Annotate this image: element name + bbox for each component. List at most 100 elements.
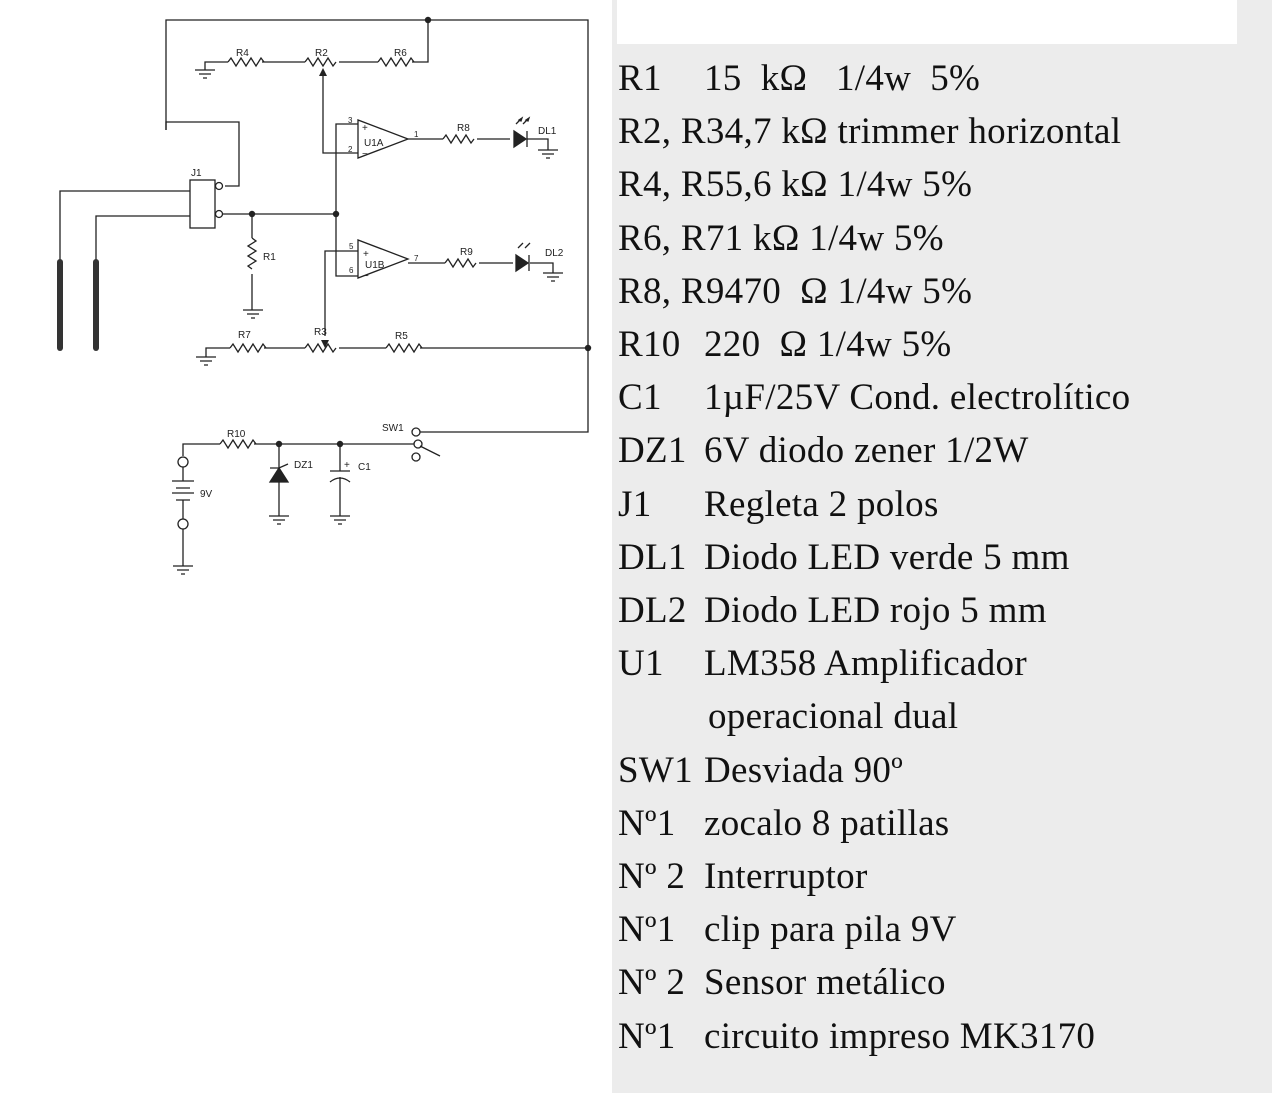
part-reference: R1 xyxy=(618,58,662,99)
part-description: 220 Ω 1/4w 5% xyxy=(704,324,952,366)
parts-list-item: R4, R55,6 kΩ 1/4w 5% xyxy=(618,158,1130,211)
wire-power xyxy=(182,443,415,456)
pin-6: 6 xyxy=(349,266,354,275)
parts-list-panel: R1 15 kΩ 1/4w 5% R2, R34,7 kΩ trimmer hori… xyxy=(612,0,1272,1093)
part-description: 1 kΩ 1/4w 5% xyxy=(724,217,944,259)
blank-header-box xyxy=(617,0,1237,44)
label-DL2: DL2 xyxy=(545,248,564,259)
parts-list-item: U1 LM358 Amplificador xyxy=(618,637,1130,690)
u1b-plus-sign: + xyxy=(363,249,369,260)
part-description: zocalo 8 patillas xyxy=(704,802,950,844)
part-reference: Nº 2 xyxy=(618,856,686,898)
led-DL2 xyxy=(515,242,531,273)
sensor-probes xyxy=(57,259,99,351)
parts-list-item: R2, R34,7 kΩ trimmer horizontal xyxy=(618,105,1130,158)
wire-probe-1 xyxy=(59,190,190,262)
wire-u1a-plus xyxy=(335,123,358,213)
battery-9V xyxy=(172,467,194,519)
trimmer-R2 xyxy=(304,56,337,68)
part-reference: J1 xyxy=(618,483,652,525)
label-R3: R3 xyxy=(314,327,327,338)
opamp-U1B xyxy=(357,239,410,279)
parts-list-item: Nº1 circuito impreso MK3170 xyxy=(618,1010,1130,1063)
label-R9: R9 xyxy=(460,247,473,258)
part-reference: Nº1 xyxy=(618,1015,676,1057)
pin-2: 2 xyxy=(348,145,353,154)
label-R2: R2 xyxy=(315,48,328,59)
part-description: 470 Ω 1/4w 5% xyxy=(724,270,973,312)
label-R1: R1 xyxy=(263,252,276,263)
label-R8: R8 xyxy=(457,123,470,134)
led-DL1 xyxy=(513,116,531,149)
wire-divider-bottom xyxy=(205,347,588,357)
wire-j1-top xyxy=(165,121,240,187)
wire-probe-2 xyxy=(95,215,190,262)
wire-dl1-gnd xyxy=(527,138,549,150)
parts-list: R1 15 kΩ 1/4w 5% R2, R34,7 kΩ trimmer hori… xyxy=(618,52,1130,1063)
circuit-schematic: R4 R2 R6 R8 DL1 U1A 3 2 1 + − J1 R1 U1B … xyxy=(57,16,592,575)
part-reference: R2, R3 xyxy=(618,111,725,153)
part-description: Diodo LED verde 5 mm xyxy=(704,536,1070,578)
part-reference: DZ1 xyxy=(618,430,687,472)
pin-1: 1 xyxy=(414,130,419,139)
label-DL1: DL1 xyxy=(538,126,557,137)
part-description: LM358 Amplificador xyxy=(704,643,1027,685)
part-description: 15 kΩ 1/4w 5% xyxy=(704,58,981,99)
connector-J1 xyxy=(189,179,216,229)
resistor-R1 xyxy=(246,237,258,270)
part-reference: R4, R5 xyxy=(618,164,725,206)
parts-list-item: R8, R9470 Ω 1/4w 5% xyxy=(618,265,1130,318)
part-reference: R8, R9 xyxy=(618,270,725,312)
parts-list-item: Nº1 clip para pila 9V xyxy=(618,903,1130,956)
u1a-plus-sign: + xyxy=(362,123,368,134)
c1-plus-sign: + xyxy=(344,460,350,471)
opamp-U1A xyxy=(357,119,410,159)
wire-divider-top xyxy=(204,20,429,70)
part-reference: R10 xyxy=(618,324,681,366)
part-description: 1µF/25V Cond. electrolítico xyxy=(704,377,1131,419)
label-R5: R5 xyxy=(395,331,408,342)
parts-list-item: R1 15 kΩ 1/4w 5% xyxy=(618,52,1130,105)
wire-right-rail xyxy=(420,348,589,433)
part-description: circuito impreso MK3170 xyxy=(704,1015,1096,1057)
trimmer-R3 xyxy=(304,342,337,354)
label-C1: C1 xyxy=(358,462,371,473)
part-reference: DL2 xyxy=(618,590,687,632)
capacitor-C1 xyxy=(329,444,351,516)
parts-list-item: R10 220 Ω 1/4w 5% xyxy=(618,318,1130,371)
part-reference: U1 xyxy=(618,643,664,685)
parts-list-item: DL1 Diodo LED verde 5 mm xyxy=(618,531,1130,584)
label-DZ1: DZ1 xyxy=(294,460,313,471)
part-description: Sensor metálico xyxy=(704,962,946,1004)
label-R7: R7 xyxy=(238,330,251,341)
part-description: Regleta 2 polos xyxy=(704,483,939,525)
switch-SW1 xyxy=(419,445,441,457)
u1a-minus-sign: − xyxy=(362,149,368,160)
part-description: 4,7 kΩ trimmer horizontal xyxy=(724,111,1122,153)
parts-list-item: operacional dual xyxy=(618,690,1130,743)
label-R10: R10 xyxy=(227,429,246,440)
resistor-R9 xyxy=(444,257,477,269)
part-description: Desviada 90º xyxy=(704,749,903,791)
pin-3: 3 xyxy=(348,116,353,125)
parts-list-item: R6, R71 kΩ 1/4w 5% xyxy=(618,212,1130,265)
label-R4: R4 xyxy=(236,48,249,59)
resistor-R4 xyxy=(227,56,265,68)
pin-5: 5 xyxy=(349,242,354,251)
pin-7: 7 xyxy=(414,254,419,263)
part-reference: R6, R7 xyxy=(618,217,725,259)
wire-dl2-gnd xyxy=(530,262,554,273)
resistor-R5 xyxy=(385,342,423,354)
part-description: operacional dual xyxy=(708,696,959,738)
part-description: clip para pila 9V xyxy=(704,909,957,951)
wire-u1b-minus xyxy=(335,213,358,277)
wire-top-rail xyxy=(165,19,589,348)
part-reference: DL1 xyxy=(618,536,687,578)
part-reference: Nº1 xyxy=(618,909,676,951)
resistor-R10 xyxy=(219,438,257,450)
